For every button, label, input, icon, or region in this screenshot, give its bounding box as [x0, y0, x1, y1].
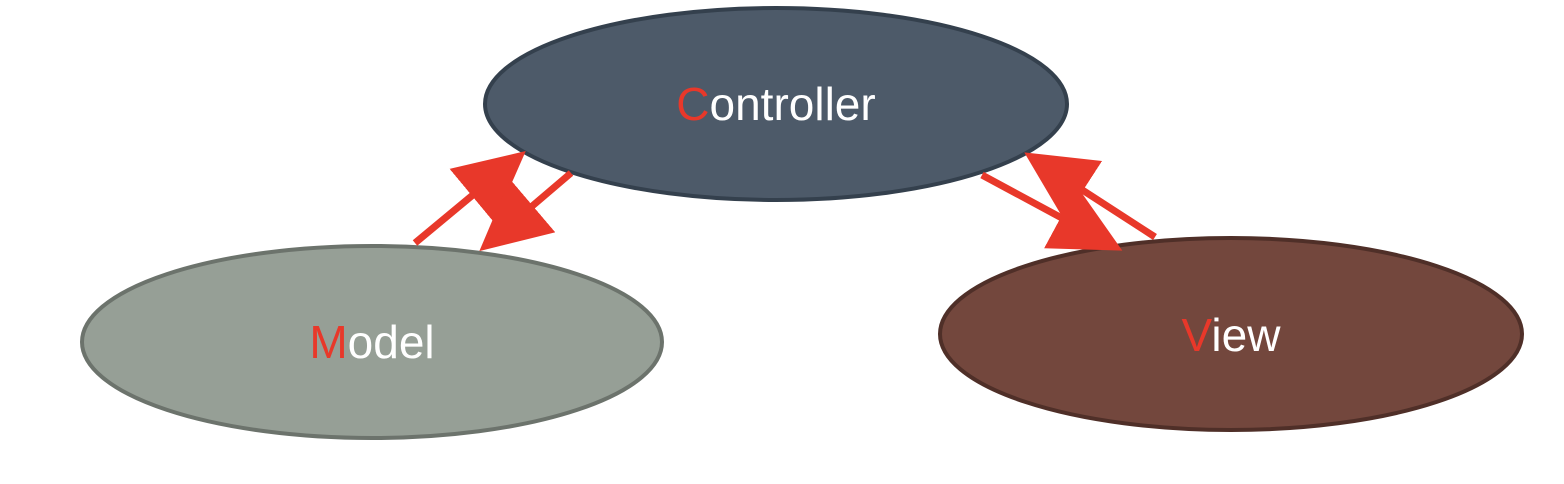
view-ellipse: [938, 236, 1524, 432]
model-rest: odel: [348, 316, 435, 368]
controller-initial: C: [676, 78, 709, 130]
view-node: View: [938, 236, 1524, 432]
view-rest: iew: [1211, 309, 1281, 361]
view-initial: V: [1182, 309, 1213, 361]
model-node: Model: [80, 244, 664, 440]
controller-node: Controller: [483, 6, 1069, 202]
model-ellipse: [80, 244, 664, 440]
model-to-controller-arrow: [412, 151, 526, 246]
controller-to-view-arrow: [980, 171, 1123, 251]
controller-ellipse: [483, 6, 1069, 202]
view-label: View: [1182, 309, 1282, 361]
controller-to-model-arrow: [479, 170, 574, 252]
edge-arrows: [412, 151, 1157, 252]
view-to-controller-arrow: [1024, 152, 1157, 240]
model-label: Model: [309, 316, 434, 368]
model-initial: M: [309, 316, 347, 368]
controller-rest: ontroller: [710, 78, 876, 130]
controller-label: Controller: [676, 78, 875, 130]
